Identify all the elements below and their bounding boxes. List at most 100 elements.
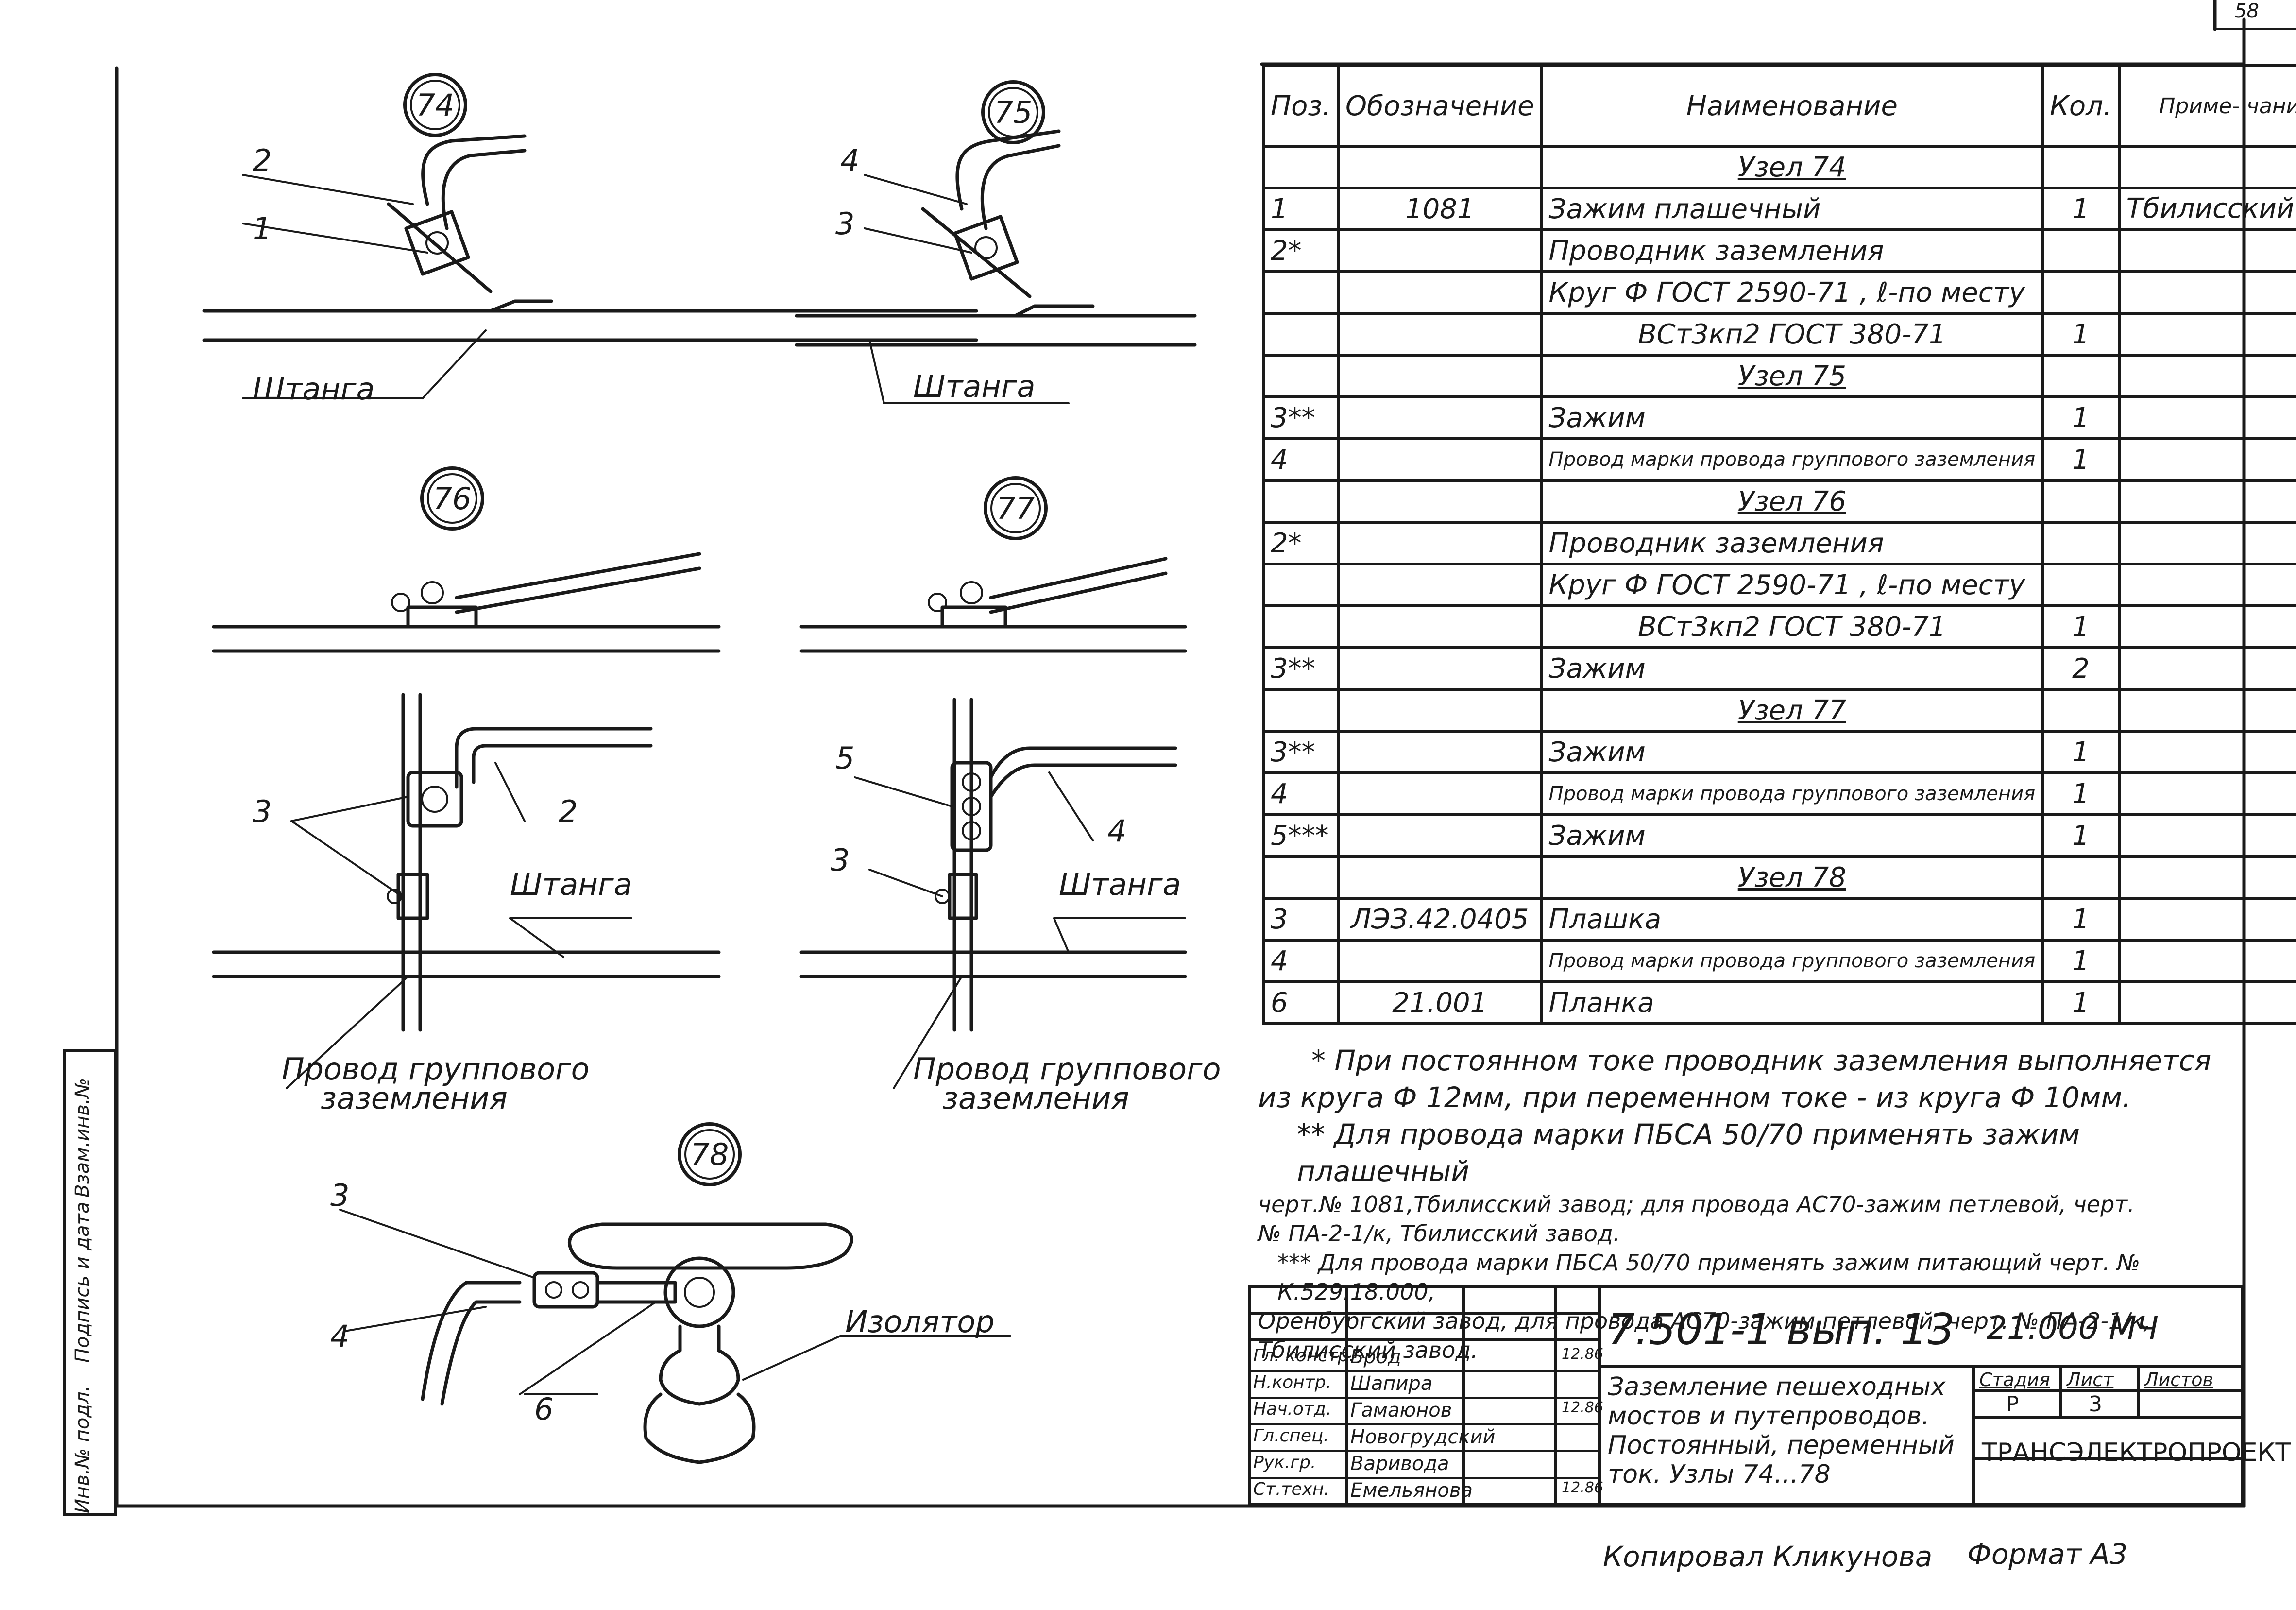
title-block [1248,1285,2244,1506]
callout-78-6: 6 [534,1391,554,1427]
spec-cell-pos [1262,688,1340,733]
organization: ТРАНСЭЛЕКТРОПРОЕКТ [1982,1438,2291,1467]
signer-role: Нач.отд. [1253,1399,1332,1419]
spec-cell-des [1336,813,1543,858]
spec-cell-name: Провод марки провода группового заземлен… [1540,939,2044,983]
spec-cell-note [2117,354,2296,398]
spec-section-row: Узел 74 [1262,145,2296,189]
spec-cell-note [2117,688,2296,733]
callout-77-5: 5 [835,740,855,776]
callout-76-wire-1: Провод группового [282,1051,590,1087]
spec-cell-des [1336,270,1543,315]
spec-cell-name: Проводник заземления [1540,521,2044,565]
callout-77-3: 3 [831,842,850,878]
spec-cell-des [1336,354,1543,398]
spec-cell-name: ВСт3кп2 ГОСТ 380-71 [1540,312,2044,357]
side-stamp-3: Взам.инв.№ [71,1078,94,1198]
node-78-drawing [339,1209,1011,1464]
spec-cell-des [1336,563,1543,607]
spec-cell-pos [1262,604,1340,649]
spec-cell-name: Узел 76 [1540,479,2044,524]
spec-cell-name: Зажим [1540,395,2044,440]
spec-cell-note [2117,521,2296,565]
spec-section-row: Узел 76 [1262,479,2296,524]
stage-label: Стадия [1979,1369,2050,1390]
node-75-drawing [795,129,1197,404]
spec-cell-name: Узел 77 [1540,688,2044,733]
signature-row-divider [1248,1397,1598,1399]
spec-section-row: Узел 77 [1262,688,2296,733]
node-marker-77-label: 77 [990,483,1041,533]
spec-cell-qty [2041,270,2121,315]
node-74-drawing [202,134,978,399]
node-marker-74: 74 [403,73,467,137]
spec-cell-qty: 1 [2041,771,2121,816]
node-marker-76-label: 76 [427,473,477,524]
spec-cell-name: ВСт3кп2 ГОСТ 380-71 [1540,604,2044,649]
spec-cell-des [1336,312,1543,357]
callout-74-1: 1 [253,211,272,246]
spec-header-designation: Обозначение [1336,64,1543,148]
spec-cell-pos: 4 [1262,939,1340,983]
signature-row-divider [1248,1504,1598,1506]
spec-cell-qty: 1 [2041,437,2121,482]
signer-role: Гл. констр. [1253,1346,1355,1366]
signature-row-divider [1248,1423,1598,1425]
spec-row: 2*Проводник заземления [1262,521,2296,565]
spec-cell-pos: 1 [1262,187,1340,231]
spec-cell-qty: 1 [2041,187,2121,231]
callout-77-4: 4 [1107,813,1127,849]
spec-cell-pos: 4 [1262,437,1340,482]
spec-cell-note [2117,771,2296,816]
spec-cell-pos [1262,270,1340,315]
spec-cell-qty [2041,855,2121,900]
node-76-drawing [212,552,721,1089]
signer-name: Гамаюнов [1350,1399,1452,1422]
spec-cell-note [2117,145,2296,189]
spec-cell-des: ЛЭЗ.42.0405 [1336,897,1543,942]
spec-cell-pos: 3** [1262,730,1340,774]
signer-role: Н.контр. [1253,1372,1332,1392]
signer-role: Гл.спец. [1253,1426,1329,1446]
callout-76-2: 2 [559,794,578,829]
callout-77-bar: Штанга [1059,867,1181,902]
spec-header-note: Приме- чание [2117,64,2296,148]
spec-cell-qty [2041,563,2121,607]
callout-74-2: 2 [253,143,272,178]
spec-cell-pos: 4 [1262,771,1340,816]
spec-row: 2*Проводник заземления [1262,228,2296,273]
spec-cell-qty [2041,688,2121,733]
spec-cell-name: Узел 74 [1540,145,2044,189]
spec-cell-des [1336,437,1543,482]
spec-cell-des [1336,688,1543,733]
spec-cell-pos: 3** [1262,395,1340,440]
note-3a: *** Для провода марки ПБСА 50/70 применя… [1277,1250,2141,1305]
sheet-value: 3 [2089,1392,2102,1417]
spec-cell-note [2117,980,2296,1025]
spec-cell-name: Зажим [1540,813,2044,858]
signature-row-divider [1248,1370,1598,1372]
spec-cell-des [1336,855,1543,900]
footnotes: * При постоянном токе проводник заземлен… [1258,1042,2239,1365]
spec-cell-name: Зажим плашечный [1540,187,2044,231]
spec-cell-des [1336,771,1543,816]
spec-row: Круг Ф ГОСТ 2590-71 , ℓ-по месту [1262,563,2296,607]
spec-cell-note [2117,270,2296,315]
spec-cell-note: Тбилисский з-д [2117,187,2296,231]
spec-cell-des [1336,646,1543,691]
spec-cell-note [2117,897,2296,942]
spec-cell-pos: 3** [1262,646,1340,691]
spec-cell-name: Провод марки провода группового заземлен… [1540,437,2044,482]
node-marker-75-label: 75 [988,87,1038,137]
callout-76-wire-2: заземления [321,1080,508,1116]
node-marker-74-label: 74 [410,80,460,130]
node-marker-78: 78 [678,1122,742,1186]
spec-cell-qty: 1 [2041,604,2121,649]
spec-cell-note [2117,479,2296,524]
spec-header-pos: Поз. [1262,64,1340,148]
